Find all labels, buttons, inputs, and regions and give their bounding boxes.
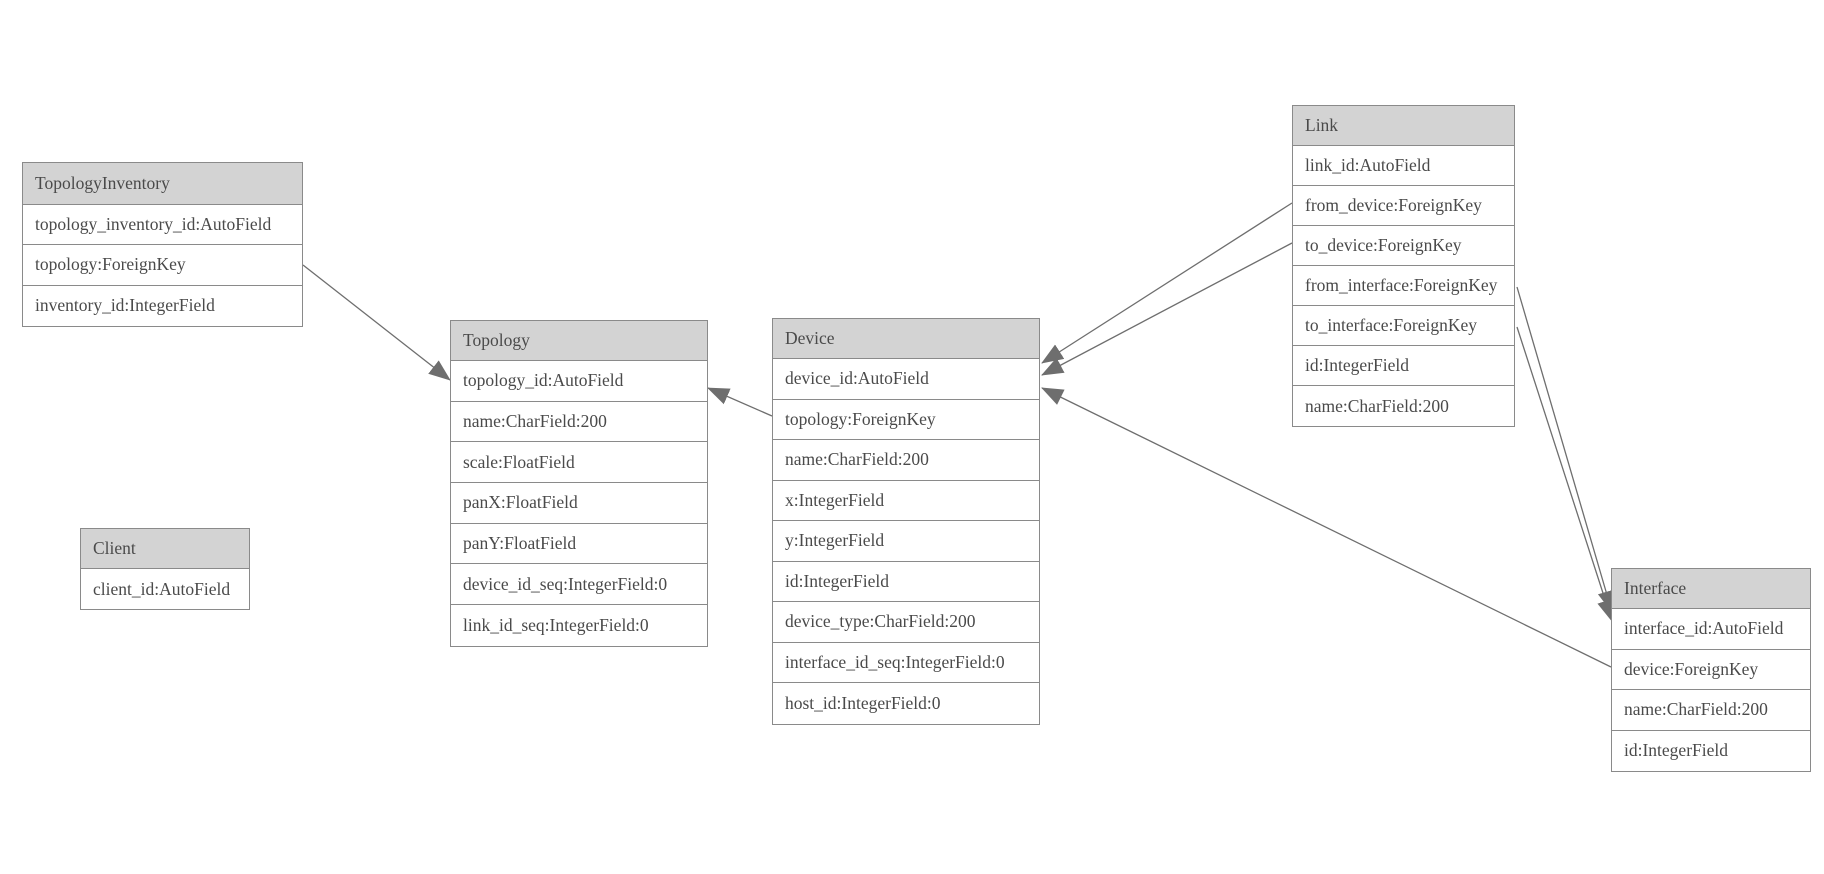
- edge-interface-device-to-device: [1041, 387, 1612, 668]
- field-row-scale: scale:FloatField: [451, 442, 707, 484]
- field-row-to_interface: to_interface:ForeignKey: [1293, 306, 1514, 346]
- entity-header-link: Link: [1293, 106, 1514, 146]
- edge-link-from_interface-to-interface: [1516, 286, 1615, 613]
- field-row-device_id_seq: device_id_seq:IntegerField:0: [451, 564, 707, 606]
- field-row-interface_id: interface_id:AutoField: [1612, 609, 1810, 650]
- field-row-panx: panX:FloatField: [451, 483, 707, 524]
- field-row-to_device: to_device:ForeignKey: [1293, 226, 1514, 266]
- field-row-id: id:IntegerField: [1293, 346, 1514, 386]
- edge-link-to_interface-to-interface: [1516, 326, 1614, 622]
- entity-header-client: Client: [81, 529, 249, 569]
- field-row-name: name:CharField:200: [773, 440, 1039, 481]
- field-row-id: id:IntegerField: [1612, 730, 1810, 771]
- field-row-from_device: from_device:ForeignKey: [1293, 186, 1514, 226]
- field-row-inventory_id: inventory_id:IntegerField: [23, 285, 302, 326]
- field-row-pany: panY:FloatField: [451, 523, 707, 565]
- field-row-client_id: client_id:AutoField: [81, 569, 249, 609]
- field-row-link_id: link_id:AutoField: [1293, 146, 1514, 186]
- entity-header-topology: Topology: [451, 321, 707, 361]
- field-row-device: device:ForeignKey: [1612, 649, 1810, 690]
- field-row-device_id: device_id:AutoField: [773, 359, 1039, 400]
- field-row-device_type: device_type:CharField:200: [773, 602, 1039, 643]
- field-row-from_interface: from_interface:ForeignKey: [1293, 266, 1514, 306]
- edge-link-to_device-to-device: [1041, 242, 1293, 376]
- field-row-name: name:CharField:200: [1612, 690, 1810, 731]
- field-row-x: x:IntegerField: [773, 480, 1039, 521]
- entity-header-interface: Interface: [1612, 569, 1810, 609]
- edge-link-from_device-to-device: [1041, 202, 1293, 364]
- field-row-topology: topology:ForeignKey: [23, 245, 302, 286]
- field-row-name: name:CharField:200: [1293, 386, 1514, 426]
- field-row-topology_inventory_id: topology_inventory_id:AutoField: [23, 205, 302, 246]
- edge-topologyinventory-topology-to-topology: [302, 264, 451, 381]
- entity-header-topologyinventory: TopologyInventory: [23, 163, 302, 205]
- field-row-topology_id: topology_id:AutoField: [451, 361, 707, 402]
- edge-device-topology-to-topology: [707, 387, 773, 417]
- field-row-link_id_seq: link_id_seq:IntegerField:0: [451, 605, 707, 646]
- field-row-id: id:IntegerField: [773, 561, 1039, 602]
- field-row-y: y:IntegerField: [773, 521, 1039, 562]
- field-row-topology: topology:ForeignKey: [773, 399, 1039, 440]
- field-row-interface_id_seq: interface_id_seq:IntegerField:0: [773, 642, 1039, 683]
- field-row-name: name:CharField:200: [451, 401, 707, 443]
- entity-header-device: Device: [773, 319, 1039, 359]
- field-row-host_id: host_id:IntegerField:0: [773, 683, 1039, 724]
